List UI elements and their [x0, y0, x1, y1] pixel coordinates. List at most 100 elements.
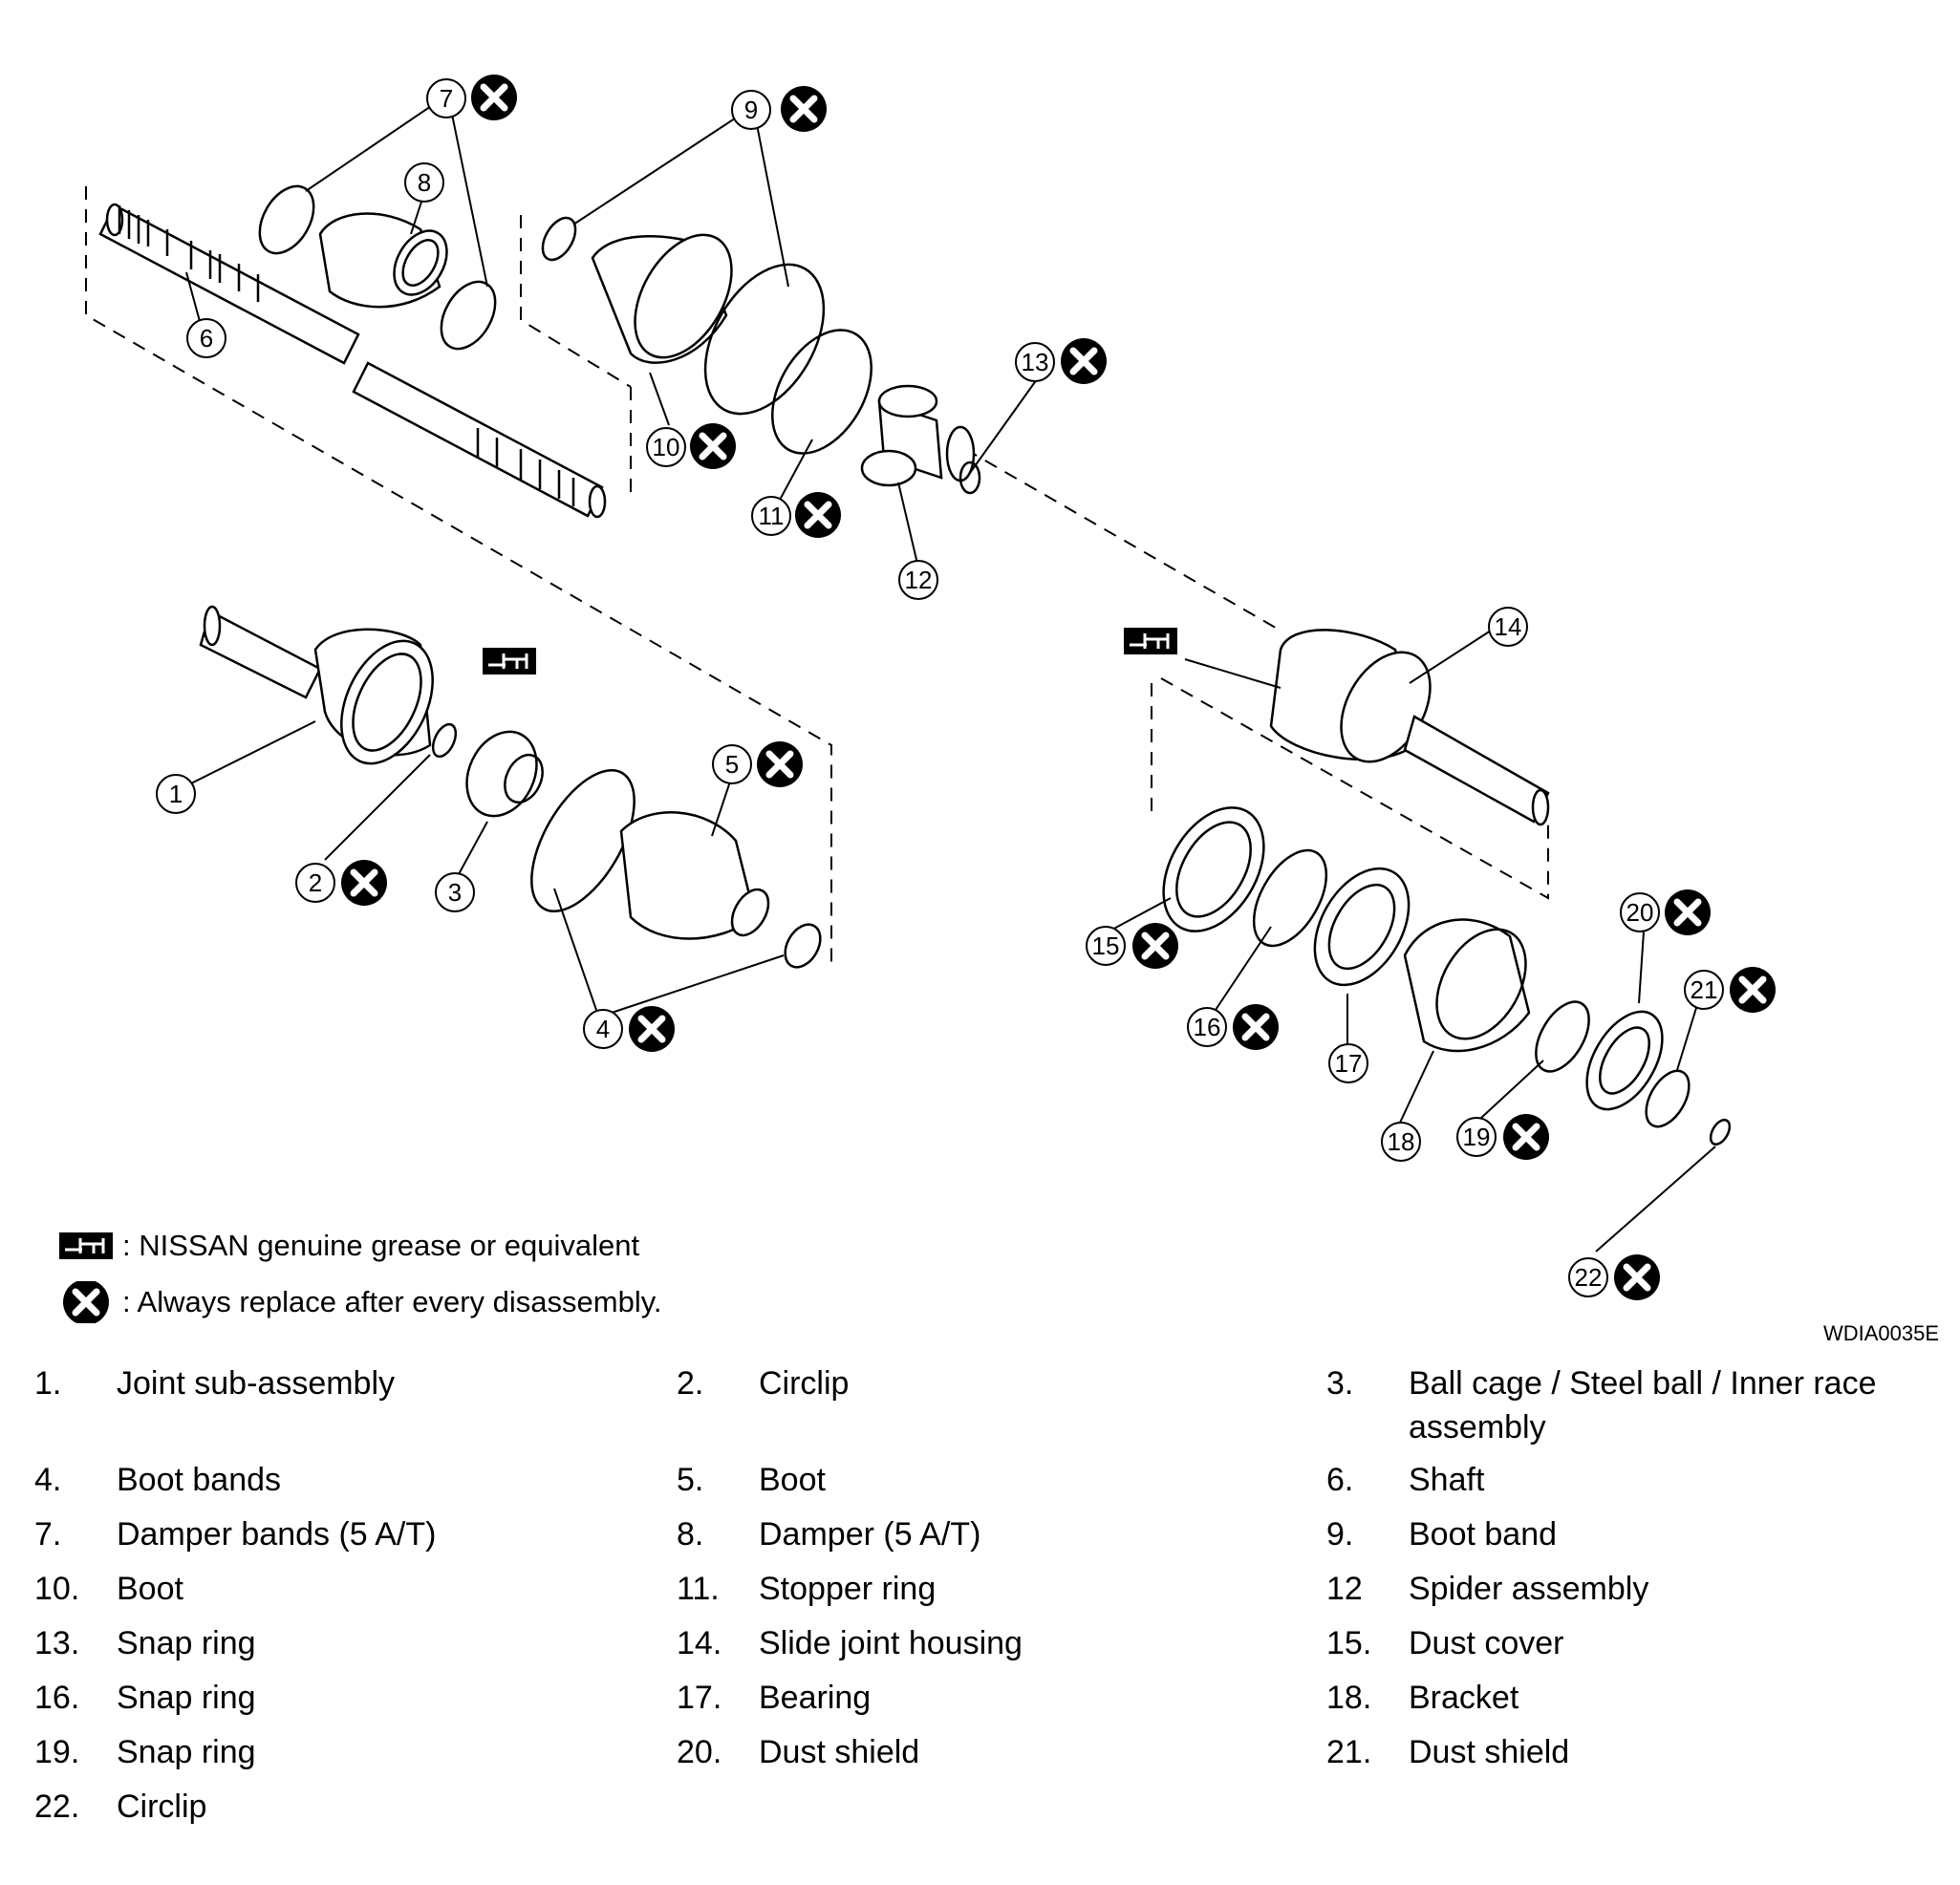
x-circle-icon: [1614, 1254, 1660, 1300]
svg-text:18: 18: [1388, 1127, 1415, 1156]
part-item: 6.Shaft: [1326, 1462, 1485, 1498]
callout-17: 17: [1328, 1043, 1368, 1083]
svg-text:11: 11: [759, 502, 785, 530]
part-item: 13.Snap ring: [34, 1625, 256, 1661]
callout-8: 8: [404, 162, 444, 203]
callout-3: 3: [435, 872, 475, 912]
grease-marks: [481, 626, 1179, 676]
boot-10-assembly: [541, 216, 872, 455]
x-circle-icon: [55, 1281, 117, 1323]
part-item: 20.Dust shield: [677, 1734, 920, 1770]
callout-13: 13: [1015, 342, 1055, 382]
part-item: 10.Boot: [34, 1571, 183, 1607]
callout-9: 9: [731, 90, 771, 130]
part-item: 4.Boot bands: [34, 1462, 282, 1498]
callout-12: 12: [898, 560, 938, 600]
grease-gun-icon: [1122, 626, 1179, 656]
part-item: 22.Circlip: [34, 1789, 207, 1825]
x-circle-icon: [781, 86, 827, 132]
spider-assembly: [860, 384, 981, 495]
callout-1: 1: [156, 774, 196, 814]
svg-text:15: 15: [1092, 932, 1120, 960]
joint-sub-assembly: [199, 605, 434, 765]
callout-4: 4: [583, 1009, 623, 1049]
svg-text:19: 19: [1463, 1123, 1491, 1151]
svg-text:9: 9: [744, 96, 758, 124]
x-circle-icon: [629, 1006, 675, 1052]
x-circle-icon: [471, 75, 517, 120]
grease-gun-icon: [57, 1231, 115, 1261]
x-circle-icon: [1061, 338, 1107, 384]
part-item: 7.Damper bands (5 A/T): [34, 1516, 437, 1553]
svg-text:16: 16: [1194, 1013, 1221, 1041]
callout-20: 20: [1620, 892, 1660, 932]
callout-21: 21: [1684, 970, 1724, 1010]
callout-11: 11: [751, 496, 791, 536]
part-item: 9.Boot band: [1326, 1516, 1558, 1553]
part-item: 19.Snap ring: [34, 1734, 256, 1770]
callout-7: 7: [426, 78, 466, 118]
part-item: 18.Bracket: [1326, 1680, 1519, 1716]
x-circle-icon: [1503, 1114, 1549, 1160]
boot-5-assembly: [431, 722, 822, 969]
leader-lines: [185, 99, 1716, 1253]
part-item: 15.Dust cover: [1326, 1625, 1564, 1661]
x-circle-icon: [341, 860, 387, 906]
callout-6: 6: [186, 318, 226, 358]
figure-id: WDIA0035E: [1822, 1321, 1939, 1345]
x-circle-icon: [1730, 967, 1776, 1013]
svg-text:20: 20: [1626, 898, 1654, 927]
x-circle-icon: [1233, 1004, 1279, 1050]
part-item: 8.Damper (5 A/T): [677, 1516, 981, 1553]
svg-text:7: 7: [440, 84, 453, 113]
part-item: 11.Stopper ring: [677, 1571, 937, 1607]
bearing-bracket-assembly: [1162, 806, 1732, 1146]
callout-16: 16: [1187, 1007, 1227, 1047]
legend-grease: : NISSAN genuine grease or equivalent: [55, 1217, 639, 1275]
callout-22: 22: [1568, 1257, 1608, 1297]
svg-text:22: 22: [1575, 1263, 1603, 1292]
svg-text:6: 6: [200, 324, 213, 353]
callout-15: 15: [1086, 926, 1126, 966]
svg-text:1: 1: [169, 780, 183, 808]
damper-assembly: [258, 184, 497, 351]
grease-gun-icon: [481, 646, 538, 676]
legend-grease-text: : NISSAN genuine grease or equivalent: [122, 1229, 640, 1262]
svg-text:5: 5: [725, 750, 739, 779]
x-circle-icon: [1665, 889, 1711, 935]
part-item: 21.Dust shield: [1326, 1734, 1570, 1770]
svg-text:8: 8: [418, 168, 431, 197]
callout-2: 2: [295, 863, 335, 903]
part-item: 1.Joint sub-assembly: [34, 1365, 396, 1402]
part-item: 2.Circlip: [677, 1365, 850, 1402]
svg-text:13: 13: [1022, 348, 1049, 376]
svg-text:12: 12: [905, 566, 933, 594]
part-item: 3.Ball cage / Steel ball / Inner race as…: [1326, 1365, 1877, 1446]
part-item: 16.Snap ring: [34, 1680, 256, 1716]
svg-text:3: 3: [448, 878, 462, 907]
part-item: 14.Slide joint housing: [677, 1625, 1023, 1661]
callout-19: 19: [1456, 1117, 1497, 1157]
svg-text:17: 17: [1335, 1049, 1363, 1078]
callout-5: 5: [712, 744, 752, 784]
callout-10: 10: [646, 427, 686, 467]
shaft: [98, 203, 607, 519]
svg-text:14: 14: [1495, 612, 1522, 641]
svg-text:2: 2: [309, 868, 322, 897]
callout-14: 14: [1488, 607, 1528, 647]
x-circle-icon: [690, 423, 736, 469]
legend-replace: : Always replace after every disassembly…: [55, 1274, 662, 1331]
svg-text:4: 4: [596, 1015, 610, 1043]
slide-joint-housing: [1269, 629, 1550, 826]
x-circle-icon: [1132, 923, 1178, 969]
part-item: 17.Bearing: [677, 1680, 872, 1716]
svg-text:10: 10: [653, 433, 680, 461]
svg-text:21: 21: [1691, 975, 1718, 1004]
callout-18: 18: [1381, 1122, 1421, 1162]
part-item: 5.Boot: [677, 1462, 826, 1498]
x-circle-icon: [795, 492, 841, 538]
dashed-guide-lines: [85, 186, 1549, 965]
x-circle-icon: [757, 741, 803, 787]
